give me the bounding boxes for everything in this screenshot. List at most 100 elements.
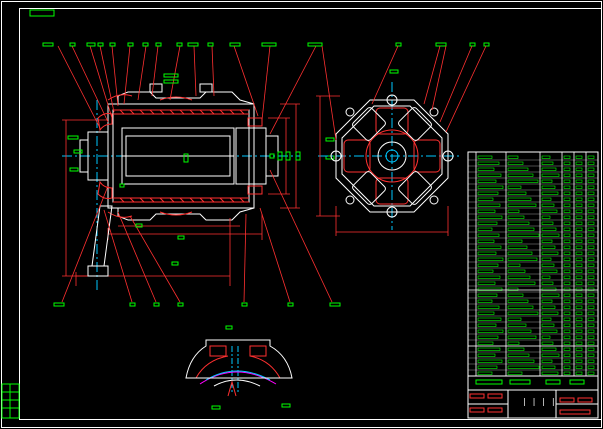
parts-list-entry-mark [587, 251, 595, 255]
parts-list-entry-mark [507, 197, 532, 201]
parts-list-entry-mark [541, 251, 559, 255]
parts-list-entry-mark [587, 275, 595, 279]
parts-list-entry-mark [507, 155, 519, 159]
parts-list-entry-mark [587, 365, 595, 369]
parts-list-entry-mark [507, 353, 530, 357]
parts-list-entry-mark [477, 341, 494, 345]
parts-list-entry-mark [507, 191, 527, 195]
parts-list-entry-mark [541, 281, 554, 285]
parts-list-entry-mark [507, 173, 534, 177]
parts-list-entry-mark [587, 179, 595, 183]
parts-list-table [467, 151, 599, 377]
parts-list-entry-mark [587, 197, 595, 201]
leader-lines-top [57, 45, 317, 135]
parts-list-entry-mark [477, 251, 497, 255]
parts-list-entry-mark [575, 311, 583, 315]
parts-list-entry-mark [507, 185, 522, 189]
parts-list-entry-mark [541, 353, 560, 357]
parts-list-entry-mark [575, 155, 583, 159]
parts-list-entry-mark [541, 263, 555, 267]
parts-list-entry-mark [563, 299, 571, 303]
parts-list-entry-mark [563, 275, 571, 279]
parts-list-entry-mark [563, 239, 571, 243]
parts-list-entry-mark [587, 203, 595, 207]
parts-list-entry-mark [507, 299, 529, 303]
sheet-code: | | | | [522, 397, 556, 406]
parts-list-entry-mark [563, 161, 571, 165]
parts-list-entry-mark [541, 257, 552, 261]
parts-list-entry-mark [587, 323, 595, 327]
parts-list-entry-mark [541, 287, 557, 291]
parts-list-entry-mark [477, 287, 503, 291]
parts-list-entry-mark [563, 371, 571, 375]
parts-list-entry-mark [563, 257, 571, 261]
parts-list-entry-mark [541, 329, 558, 333]
part-number-labels [42, 42, 490, 410]
parts-list-entry-mark [587, 335, 595, 339]
partial-section-view [185, 339, 293, 397]
parts-list-entry-mark [587, 161, 595, 165]
parts-list-entry-mark [477, 155, 493, 159]
parts-list-entry-mark [541, 317, 552, 321]
parts-list-entry-mark [477, 173, 502, 177]
parts-list-entry-mark [477, 305, 500, 309]
parts-list-entry-mark [477, 275, 501, 279]
parts-list-entry-mark [575, 251, 583, 255]
parts-list-entry-mark [541, 167, 557, 171]
parts-list-entry-mark [507, 311, 539, 315]
parts-list-entry-mark [507, 269, 526, 273]
parts-list-entry-mark [563, 293, 571, 297]
parts-list-entry-mark [477, 209, 496, 213]
parts-list-entry-mark [575, 197, 583, 201]
parts-list-entry-mark [507, 275, 531, 279]
parts-list-entry-mark [587, 245, 595, 249]
parts-list-entry-mark [477, 185, 504, 189]
parts-list-entry-mark [575, 335, 583, 339]
parts-list-entry-mark [587, 257, 595, 261]
parts-list-entry-mark [563, 167, 571, 171]
parts-list-entry-mark [563, 311, 571, 315]
parts-list-entry-mark [563, 173, 571, 177]
parts-list-entry-mark [575, 365, 583, 369]
parts-list-entry-mark [507, 179, 539, 183]
parts-list-entry-mark [587, 221, 595, 225]
title-block [467, 375, 599, 419]
parts-list-entry-mark [575, 263, 583, 267]
parts-list-entry-mark [575, 191, 583, 195]
motor-side-view [62, 83, 300, 290]
parts-list-entry-mark [575, 215, 583, 219]
parts-list-entry-mark [563, 305, 571, 309]
parts-list-entry-mark [575, 257, 583, 261]
parts-list-entry-mark [575, 305, 583, 309]
parts-list-entry-mark [507, 305, 534, 309]
parts-list-entry-mark [477, 323, 497, 327]
parts-list-entry-mark [507, 257, 538, 261]
parts-list-entry-mark [477, 203, 501, 207]
parts-list-entry-mark [563, 347, 571, 351]
parts-list-entry-mark [587, 239, 595, 243]
parts-list-entry-mark [541, 161, 554, 165]
parts-list-entry-mark [477, 317, 502, 321]
parts-list-entry-mark [563, 251, 571, 255]
parts-list-entry-mark [563, 179, 571, 183]
parts-list-entry-mark [541, 239, 553, 243]
parts-list-entry-mark [563, 365, 571, 369]
corner-tag [29, 9, 55, 17]
parts-list-entry-mark [575, 353, 583, 357]
parts-list-entry-mark [575, 281, 583, 285]
parts-list-entry-mark [541, 299, 553, 303]
parts-list-entry-mark [541, 245, 556, 249]
parts-list-entry-mark [587, 191, 595, 195]
parts-list-entry-mark [575, 323, 583, 327]
parts-list-entry-mark [507, 167, 529, 171]
parts-list-entry-mark [587, 215, 595, 219]
parts-list-entry-mark [477, 233, 500, 237]
parts-list-entry-mark [563, 329, 571, 333]
parts-list-entry-mark [507, 161, 524, 165]
parts-list-entry-mark [587, 167, 595, 171]
parts-list-entry-mark [507, 245, 528, 249]
parts-list-entry-mark [541, 233, 560, 237]
parts-list-entry-mark [541, 359, 553, 363]
parts-list-entry-mark [587, 359, 595, 363]
parts-list-entry-mark [507, 293, 524, 297]
